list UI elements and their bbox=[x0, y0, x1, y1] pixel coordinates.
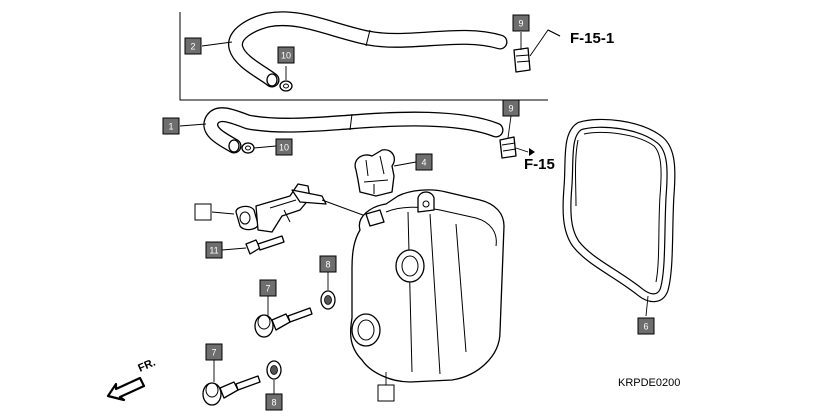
callout-c10b: 10 bbox=[275, 138, 293, 156]
callout-c11: 11 bbox=[205, 241, 223, 259]
callout-box bbox=[377, 384, 395, 402]
callout-c6: 6 bbox=[637, 317, 655, 335]
callout-number: 7 bbox=[211, 348, 216, 358]
callout-number: 8 bbox=[325, 260, 330, 270]
callout-number: 7 bbox=[265, 284, 270, 294]
callout-box bbox=[277, 46, 295, 64]
callout-box bbox=[162, 117, 180, 135]
reference-arrows bbox=[529, 29, 561, 156]
callout-box bbox=[415, 153, 433, 171]
callout-number: 11 bbox=[209, 246, 218, 256]
gasket-6 bbox=[562, 118, 676, 303]
callout-c8a: 8 bbox=[319, 255, 337, 273]
callout-box bbox=[265, 393, 283, 411]
callout-box bbox=[637, 317, 655, 335]
callout-c1: 1 bbox=[162, 117, 180, 135]
bracket-4 bbox=[354, 149, 396, 197]
callout-number: 1 bbox=[168, 122, 173, 132]
fr-label: FR. bbox=[136, 357, 157, 375]
callout-box bbox=[319, 255, 337, 273]
front-direction-arrow: FR. bbox=[106, 357, 157, 402]
callout-number: 10 bbox=[281, 51, 291, 61]
callout-box bbox=[275, 138, 293, 156]
callout-box bbox=[184, 37, 202, 55]
callout-c9a: 9 bbox=[512, 14, 530, 32]
callout-box bbox=[205, 343, 223, 361]
cylinder-head-cover bbox=[349, 189, 505, 383]
callout-box bbox=[512, 14, 530, 32]
flange-bolt-7-lower bbox=[202, 375, 261, 406]
callout-number: 2 bbox=[190, 42, 195, 52]
callout-box bbox=[259, 279, 277, 297]
callout-box bbox=[502, 99, 520, 117]
callout-c7b: 7 bbox=[205, 343, 223, 361]
callout-c2: 2 bbox=[184, 37, 202, 55]
callout-c4: 4 bbox=[415, 153, 433, 171]
breather-clip-assembly bbox=[235, 183, 383, 233]
seal-washer-8-upper bbox=[320, 290, 336, 310]
callout-number: 8 bbox=[271, 398, 276, 408]
callout-number: 4 bbox=[421, 158, 426, 168]
bolt-11 bbox=[245, 235, 285, 255]
clamp-9-upper bbox=[513, 47, 531, 73]
callout-c10a: 10 bbox=[277, 46, 295, 64]
ref-f15-1-label: F-15-1 bbox=[570, 30, 614, 47]
clip-10-lower bbox=[241, 142, 255, 154]
callout-c8b: 8 bbox=[265, 393, 283, 411]
callout-number: 9 bbox=[508, 104, 513, 114]
clamp-9-lower bbox=[499, 136, 517, 159]
hose-lower bbox=[203, 107, 504, 154]
callout-box bbox=[194, 203, 212, 221]
hose-upper bbox=[228, 11, 508, 88]
ref-f15-label: F-15 bbox=[524, 156, 555, 173]
callout-number: 6 bbox=[643, 322, 648, 332]
callout-number: 9 bbox=[518, 19, 523, 29]
callout-box bbox=[205, 241, 223, 259]
clip-10-upper bbox=[279, 80, 293, 92]
callout-c-blank-1 bbox=[194, 203, 212, 221]
drawing-code: KRPDE0200 bbox=[618, 377, 680, 389]
callout-layer: 2 10 9 1 10 9 4 11 8 7 7 8 6 bbox=[162, 14, 655, 411]
callout-c9b: 9 bbox=[502, 99, 520, 117]
seal-washer-8-lower bbox=[266, 360, 282, 380]
callout-c-blank-2 bbox=[377, 384, 395, 402]
callout-number: 10 bbox=[279, 143, 289, 153]
flange-bolt-7-upper bbox=[254, 307, 313, 338]
group-bracket bbox=[179, 12, 548, 101]
callout-c7a: 7 bbox=[259, 279, 277, 297]
